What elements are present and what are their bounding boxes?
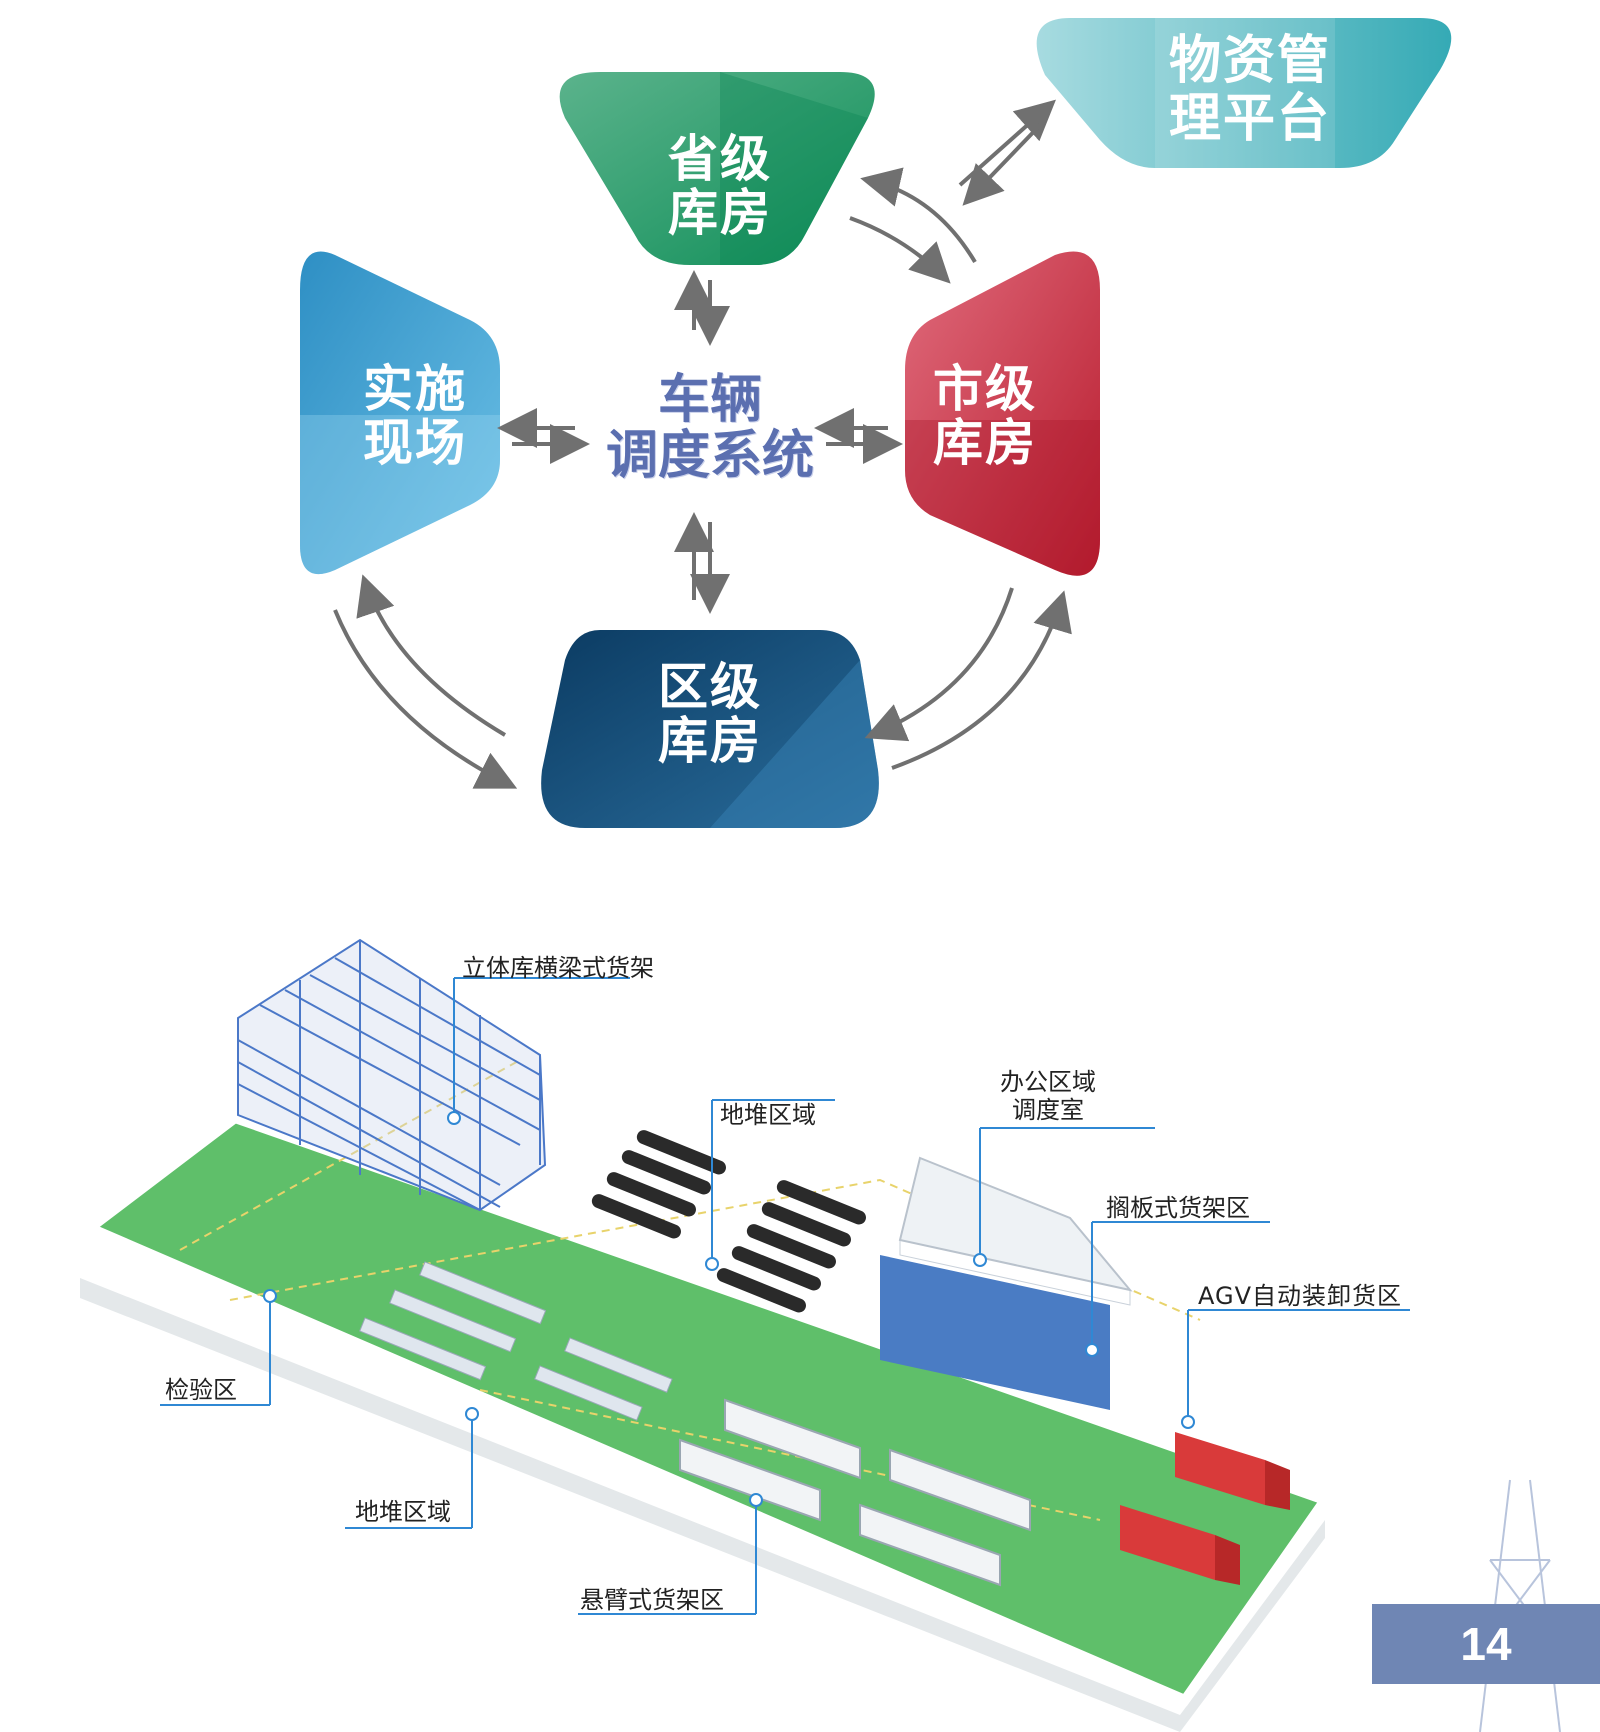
platform-label-line1: 物资管 <box>1168 31 1331 91</box>
warehouse-floor <box>80 1112 1333 1707</box>
city-label-line2: 库房 <box>933 414 1037 472</box>
dispatch-system-line1: 车辆 <box>657 370 762 430</box>
trucks <box>1120 1432 1290 1585</box>
callout-office-line2: 调度室 <box>1012 1096 1084 1124</box>
tire-stacks <box>591 1130 866 1313</box>
callout-inspection: 检验区 <box>165 1376 237 1404</box>
district-label: 区级 库房 <box>630 660 790 768</box>
platform-label: 物资管 理平台 <box>1160 32 1340 148</box>
callout-office-line1: 办公区域 <box>1000 1068 1096 1096</box>
callout-floor-stack-bottom: 地堆区域 <box>355 1498 451 1526</box>
district-label-line2: 库房 <box>658 712 762 770</box>
dispatch-system-label: 车辆 调度系统 <box>580 372 840 484</box>
callout-shelf-rack: 搁板式货架区 <box>1106 1194 1250 1222</box>
provincial-label: 省级 库房 <box>640 132 800 240</box>
provincial-label-line2: 库房 <box>668 184 772 242</box>
district-shape <box>541 630 879 828</box>
city-label: 市级 库房 <box>905 362 1065 470</box>
page-number: 14 <box>1372 1604 1600 1684</box>
floor-boxes <box>359 1261 673 1421</box>
callout-office: 办公区域 调度室 <box>1000 1068 1096 1124</box>
dispatch-system-line2: 调度系统 <box>605 426 814 486</box>
site-label: 实施 现场 <box>335 362 495 470</box>
city-shape <box>905 251 1100 576</box>
site-label-line1: 实施 <box>363 360 467 418</box>
platform-label-line2: 理平台 <box>1168 89 1331 149</box>
dispatch-diagram <box>300 18 1452 828</box>
callout-cantilever: 悬臂式货架区 <box>580 1586 724 1614</box>
callout-floor-stack-top: 地堆区域 <box>720 1101 816 1129</box>
district-label-line1: 区级 <box>658 658 762 716</box>
cantilever-racks <box>679 1398 1031 1587</box>
provincial-label-line1: 省级 <box>668 130 772 188</box>
platform-shape <box>1036 18 1452 168</box>
site-label-line2: 现场 <box>363 414 467 472</box>
stereo-rack <box>237 938 547 1212</box>
callout-agv: AGV自动装卸货区 <box>1198 1282 1403 1310</box>
city-label-line1: 市级 <box>933 360 1037 418</box>
site-shape <box>300 251 500 575</box>
provincial-shape <box>559 72 875 265</box>
office-building <box>880 1156 1133 1410</box>
callout-stereo-rack: 立体库横梁式货架 <box>462 954 654 982</box>
